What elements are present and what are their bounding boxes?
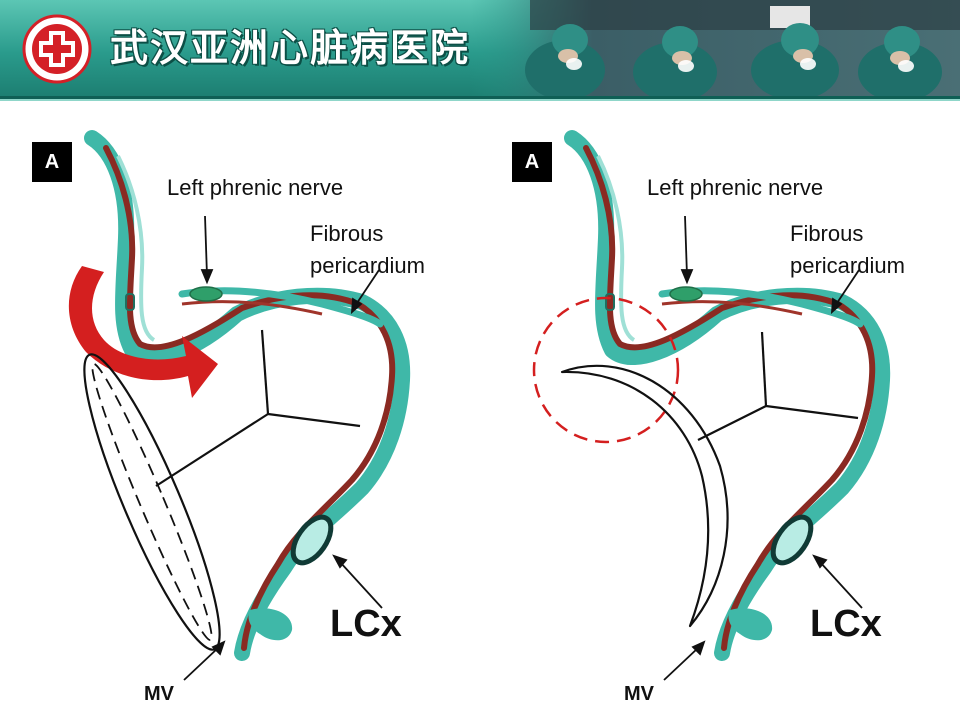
- diagram-panel-left: A Left phrenic nerve Fibrous pericardium…: [22, 118, 462, 718]
- label-fibrous: Fibrous: [310, 221, 384, 246]
- mitral-valve-tissue: [248, 608, 293, 641]
- label-pericardium: pericardium: [310, 253, 425, 278]
- crescent-shape: [560, 364, 729, 628]
- phrenic-nerve: [189, 286, 223, 302]
- diagram-panel-right: A Left phrenic nerve Fibrous pericardium…: [502, 118, 942, 718]
- label-pericardium: pericardium: [790, 253, 905, 278]
- phrenic-nerve: [669, 286, 703, 302]
- header-divider-light: [0, 99, 960, 101]
- pericardium-section-drawing: [66, 130, 411, 681]
- surgical-team-photo: [470, 0, 960, 96]
- ablation-ellipse: [83, 353, 221, 651]
- hospital-name: 武汉亚洲心脏病医院: [110, 26, 471, 70]
- panel-letter-badge: A: [32, 142, 72, 182]
- lcx-vessel: [290, 514, 334, 566]
- lcx-vessel: [770, 514, 814, 566]
- pericardium-section-drawing: [532, 130, 891, 681]
- label-left-phrenic-nerve: Left phrenic nerve: [167, 175, 344, 200]
- label-lcx: LCx: [330, 603, 402, 645]
- label-lcx: LCx: [810, 603, 882, 645]
- red-cross-icon: [22, 14, 92, 84]
- label-left-phrenic-nerve: Left phrenic nerve: [647, 175, 824, 200]
- panel-letter-badge: A: [512, 142, 552, 182]
- mitral-valve-tissue: [728, 608, 773, 641]
- red-dashed-circle: [532, 296, 680, 444]
- header-banner: 武汉亚洲心脏病医院: [0, 0, 960, 96]
- header-divider: [0, 96, 960, 99]
- label-mv: MV: [624, 683, 654, 705]
- label-mv: MV: [144, 683, 174, 705]
- label-fibrous: Fibrous: [790, 221, 864, 246]
